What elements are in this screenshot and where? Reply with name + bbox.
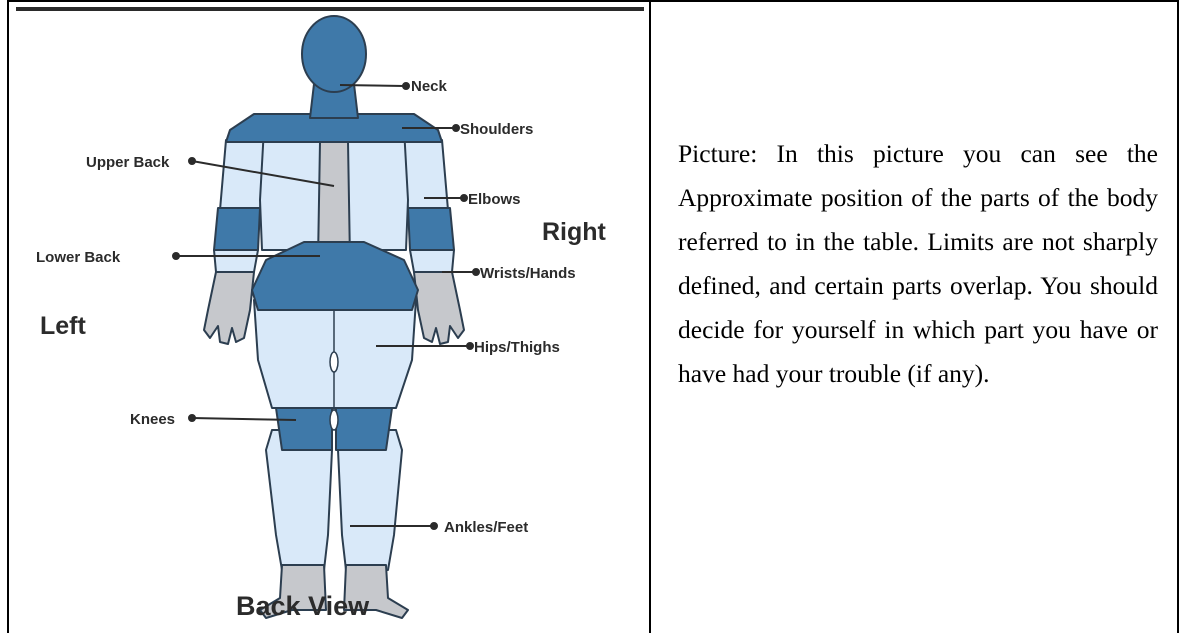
neck-leader xyxy=(340,85,404,86)
label-lower-back: Lower Back xyxy=(36,249,121,266)
left-elbow xyxy=(214,208,260,250)
upper-back-dot xyxy=(189,158,195,164)
right-elbow xyxy=(408,208,454,250)
label-wrists-hands: Wrists/Hands xyxy=(480,265,576,282)
knee-gap xyxy=(330,410,338,430)
ankles-feet-dot xyxy=(431,523,437,529)
table-border-top xyxy=(7,0,1179,2)
left-knee xyxy=(276,408,332,450)
left-wrist-hand xyxy=(204,272,254,344)
label-ankles-feet: Ankles/Feet xyxy=(444,519,528,536)
label-knees: Knees xyxy=(130,411,175,428)
left-upper-arm xyxy=(220,140,264,210)
label-upper-back: Upper Back xyxy=(86,154,170,171)
neck-dot xyxy=(403,83,409,89)
left-forearm xyxy=(214,250,258,272)
right-wrist-hand xyxy=(414,272,464,344)
table-border-right xyxy=(1177,0,1179,633)
right-knee xyxy=(336,408,392,450)
shoulders-dot xyxy=(453,125,459,131)
label-elbows: Elbows xyxy=(468,191,521,208)
label-neck: Neck xyxy=(411,78,448,95)
body-back-view-figure: Neck Shoulders Upper Back Elbows Right L… xyxy=(14,10,646,630)
table-border-divider xyxy=(649,0,651,633)
label-shoulders: Shoulders xyxy=(460,121,533,138)
label-back-view: Back View xyxy=(236,591,370,621)
picture-caption: Picture: In this picture you can see the… xyxy=(678,132,1158,396)
label-hips-thighs: Hips/Thighs xyxy=(474,339,560,356)
elbows-dot xyxy=(461,195,467,201)
right-upper-arm xyxy=(404,140,448,210)
lower-back-dot xyxy=(173,253,179,259)
hips-thighs-dot xyxy=(467,343,473,349)
body-diagram-svg: Neck Shoulders Upper Back Elbows Right L… xyxy=(14,10,646,630)
knees-dot xyxy=(189,415,195,421)
table-border-left xyxy=(7,0,9,633)
head xyxy=(302,16,366,92)
wrists-hands-dot xyxy=(473,269,479,275)
label-right: Right xyxy=(542,218,607,246)
label-left: Left xyxy=(40,312,87,340)
lower-back xyxy=(252,242,418,310)
thigh-gap xyxy=(330,352,338,372)
right-forearm xyxy=(410,250,454,272)
